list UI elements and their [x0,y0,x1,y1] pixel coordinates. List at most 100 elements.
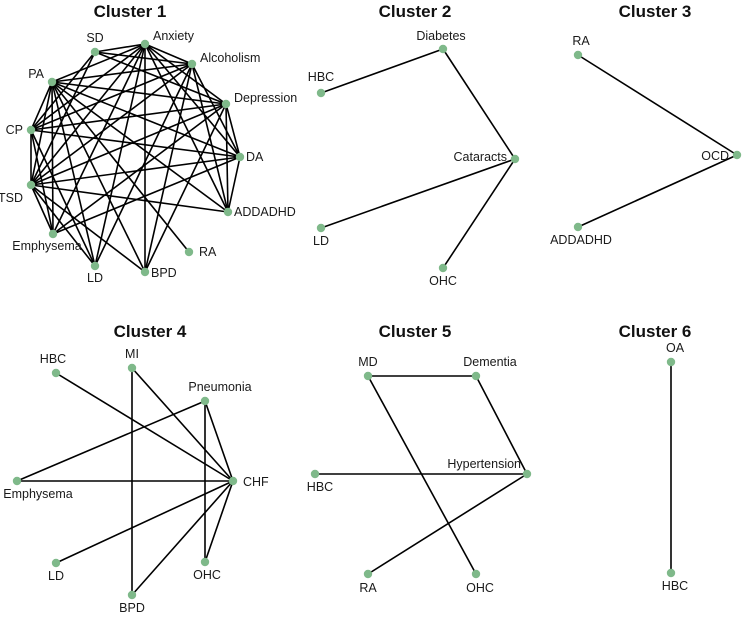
edge-ptsd-bpd [30,184,146,273]
node-pneumonia [200,396,210,406]
node-da [235,152,245,162]
edge-ohc-chf [204,480,234,563]
node-label-pneumonia: Pneumonia [188,380,251,394]
edge-diabetes-hbc [320,48,444,94]
node-alcoholism [187,59,197,69]
edge-sd-ptsd [30,51,96,186]
node-label-chf: CHF [243,475,269,489]
node-md [363,371,373,381]
node-oa [666,357,676,367]
node-ohc [200,557,210,567]
node-mi [127,363,137,373]
node-ld [90,261,100,271]
cluster-5-edges [315,375,528,575]
edge-mi-chf [131,367,234,482]
node-chf [228,476,238,486]
node-hypertension [522,469,532,479]
edge-anxiety-addadhd [144,43,229,213]
node-label-hbc: HBC [308,70,334,84]
node-label-sd: SD [86,31,103,45]
node-label-pa: PA [28,67,44,81]
cluster-6-nodes: OA HBC [662,341,688,593]
edge-md-ohc [367,375,477,575]
node-diabetes [438,44,448,54]
edge-sd-depression [94,51,227,105]
node-label-addadhd: ADDADHD [550,233,612,247]
edge-anxiety-sd [94,43,146,53]
node-bpd [127,590,137,600]
edge-sd-alcoholism [94,51,193,65]
edge-alcoholism-cp [30,63,193,131]
cluster-5-title: Cluster 5 [379,322,452,341]
node-label-alcoholism: Alcoholism [200,51,260,65]
edge-pa-bpd [51,81,146,273]
node-ocd [732,150,742,160]
node-ra [363,569,373,579]
node-label-hbc: HBC [662,579,688,593]
cluster-4-edges [16,367,234,596]
node-label-emphysema: Emphysema [3,487,73,501]
node-emphysema [12,476,22,486]
node-label-dementia: Dementia [463,355,517,369]
node-label-ra: RA [572,34,590,48]
edge-cp-ld [30,129,96,267]
node-ld [51,558,61,568]
edge-ocd-addadhd [577,154,738,228]
node-label-hbc: HBC [307,480,333,494]
edge-ra-hypertension [367,473,528,575]
edge-anxiety-alcoholism [144,43,193,65]
node-anxiety [140,39,150,49]
node-addadhd [223,207,233,217]
node-label-hbc: HBC [40,352,66,366]
edge-da-ptsd [30,156,241,186]
cluster-4-title: Cluster 4 [114,322,187,341]
edge-pneumonia-chf [204,400,234,482]
node-ra [184,247,194,257]
node-pa [47,77,57,87]
edge-cp-da [30,129,241,158]
cluster-1-edges [30,43,241,273]
node-label-ptsd: PTSD [0,191,23,205]
edge-pa-cp [30,81,53,131]
edge-da-addadhd [227,156,241,213]
edge-ptsd-emphysema [30,184,54,235]
edge-da-emphysema [52,156,241,235]
node-label-oa: OA [666,341,685,355]
edge-pa-depression [51,81,227,105]
cluster-1-nodes: AnxietySDAlcoholismPADepressionCPDAPTSDA… [0,29,297,285]
edge-ptsd-ld [30,184,96,267]
edge-ra-ocd [577,54,738,156]
node-label-mi: MI [125,347,139,361]
edge-depression-da [225,103,241,158]
node-label-emphysema: Emphysema [12,239,82,253]
node-ptsd [26,180,36,190]
edge-pa-addadhd [51,81,229,213]
node-dementia [471,371,481,381]
edge-cp-emphysema [30,129,54,235]
cluster-3-edges [577,54,738,228]
node-label-cp: CP [6,123,23,137]
node-cataracts [510,154,520,164]
node-addadhd [573,222,583,232]
cluster-1-title: Cluster 1 [94,2,167,21]
node-label-ra: RA [199,245,217,259]
edge-ld-chf [55,480,234,564]
edge-pa-emphysema [51,81,54,235]
edge-pa-da [51,81,241,158]
cluster-2-title: Cluster 2 [379,2,452,21]
edge-pneumonia-emphysema [16,400,206,482]
node-hbc [310,469,320,479]
node-label-bpd: BPD [119,601,145,615]
node-hbc [666,568,676,578]
edge-alcoholism-da [191,63,241,158]
node-emphysema [48,229,58,239]
node-label-hypertension: Hypertension [447,457,521,471]
